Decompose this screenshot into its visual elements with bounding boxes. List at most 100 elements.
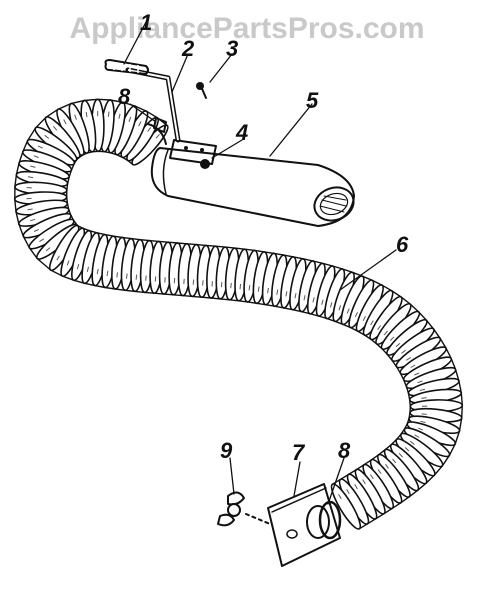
- hose-shading: [56, 255, 60, 261]
- hose-shading: [385, 463, 389, 469]
- hose-shading: [377, 325, 382, 330]
- hose-shading: [418, 427, 424, 431]
- hose-shading: [116, 272, 118, 278]
- hose-shading: [85, 111, 88, 118]
- hose-shading: [346, 308, 350, 314]
- hose-shading: [303, 295, 306, 301]
- nut-icon: [200, 159, 210, 169]
- hose-shading: [354, 311, 358, 318]
- hose-shading: [220, 282, 223, 288]
- hose-shading: [410, 364, 416, 368]
- hose-shading: [30, 165, 36, 168]
- hose-shading: [370, 320, 374, 326]
- hose-shading: [248, 285, 251, 291]
- hose-shading: [276, 289, 279, 295]
- flexible-hose: [13, 98, 464, 530]
- hose-shading: [239, 283, 242, 290]
- hose-shading: [419, 388, 426, 391]
- hose-shading: [257, 286, 260, 292]
- hose-shading: [45, 247, 51, 252]
- hose-shading: [96, 268, 99, 275]
- hose-shading: [147, 127, 152, 132]
- hose-shading: [338, 305, 342, 311]
- wing-nut: [217, 491, 271, 527]
- hose-shading: [106, 270, 109, 276]
- hose-shading: [138, 121, 142, 127]
- hose-shading: [86, 266, 89, 273]
- hose-shading: [421, 413, 427, 415]
- callout-3: 3: [226, 36, 238, 61]
- hose-shading: [285, 291, 288, 297]
- hose-shading: [294, 293, 297, 299]
- outlet-tube: [150, 147, 355, 227]
- hose-shading: [53, 125, 58, 131]
- callout-9: 9: [220, 438, 233, 463]
- hose-shading: [27, 176, 34, 179]
- hose-shading: [63, 119, 67, 125]
- hose-shading: [145, 275, 147, 281]
- hose-shading: [39, 238, 45, 243]
- hose-shading: [74, 114, 77, 120]
- hose-shading: [389, 336, 395, 341]
- hose-shading: [107, 111, 110, 117]
- bracket-hole-icon: [184, 146, 188, 150]
- mounting-bracket: [169, 139, 217, 169]
- hose-outline: [65, 150, 464, 530]
- hose-shading: [417, 380, 423, 384]
- callout-2: 2: [181, 36, 195, 61]
- hose-shading: [414, 372, 420, 376]
- hose-shading: [76, 263, 80, 270]
- hose-shading: [118, 113, 121, 119]
- hose-shading: [267, 287, 269, 294]
- hose-shading: [409, 440, 415, 445]
- hose-shading: [321, 299, 324, 305]
- leader-lines: [123, 21, 397, 505]
- hose-shading: [312, 297, 315, 303]
- hose-shading: [420, 420, 426, 423]
- hose-shading: [338, 493, 342, 499]
- hose-shading: [354, 484, 358, 490]
- hose-shading: [404, 447, 410, 452]
- wall-plate: [267, 483, 341, 567]
- hose-shading: [398, 452, 403, 458]
- hose-outline: [14, 98, 412, 485]
- hose-shading: [346, 489, 350, 495]
- hose-shading: [202, 280, 204, 286]
- hose-shading: [421, 397, 427, 399]
- hose-shading: [33, 155, 39, 159]
- hose-shading: [414, 434, 420, 438]
- hose-shading: [395, 342, 401, 348]
- hose-clamp-bottom: [318, 500, 342, 540]
- hose-shading: [211, 281, 213, 287]
- bracket-hole-icon: [200, 148, 204, 152]
- hose-shading: [33, 228, 40, 232]
- callout-8a: 8: [118, 84, 131, 109]
- screw: [196, 82, 207, 99]
- hose-shading: [383, 330, 388, 336]
- hose-shading: [377, 469, 382, 474]
- hose-shading: [155, 133, 160, 139]
- hose-shading: [44, 134, 50, 139]
- callout-labels: 1 2 3 4 5 6 7 8 8 9: [118, 10, 409, 465]
- callout-6: 6: [396, 232, 409, 257]
- hose-shading: [37, 145, 43, 149]
- hose-shading: [406, 357, 411, 361]
- hose-shading: [135, 274, 138, 280]
- hose-shading: [401, 349, 406, 354]
- hose-shading: [192, 279, 195, 285]
- hose-shading: [369, 474, 374, 480]
- grip-knob: [104, 59, 149, 75]
- hose-shading: [27, 208, 33, 211]
- hose-clamp-top: [147, 117, 167, 145]
- callout-1: 1: [140, 10, 152, 35]
- callout-7: 7: [292, 440, 306, 465]
- hose-shading: [29, 218, 36, 222]
- hose-shading: [230, 282, 232, 289]
- watermark: AppliancePartsPros.com: [69, 12, 425, 45]
- callout-5: 5: [306, 88, 319, 113]
- hose-shading: [126, 273, 128, 279]
- hose-shading: [392, 458, 397, 464]
- hose-shading: [362, 479, 366, 485]
- callout-8b: 8: [338, 438, 351, 463]
